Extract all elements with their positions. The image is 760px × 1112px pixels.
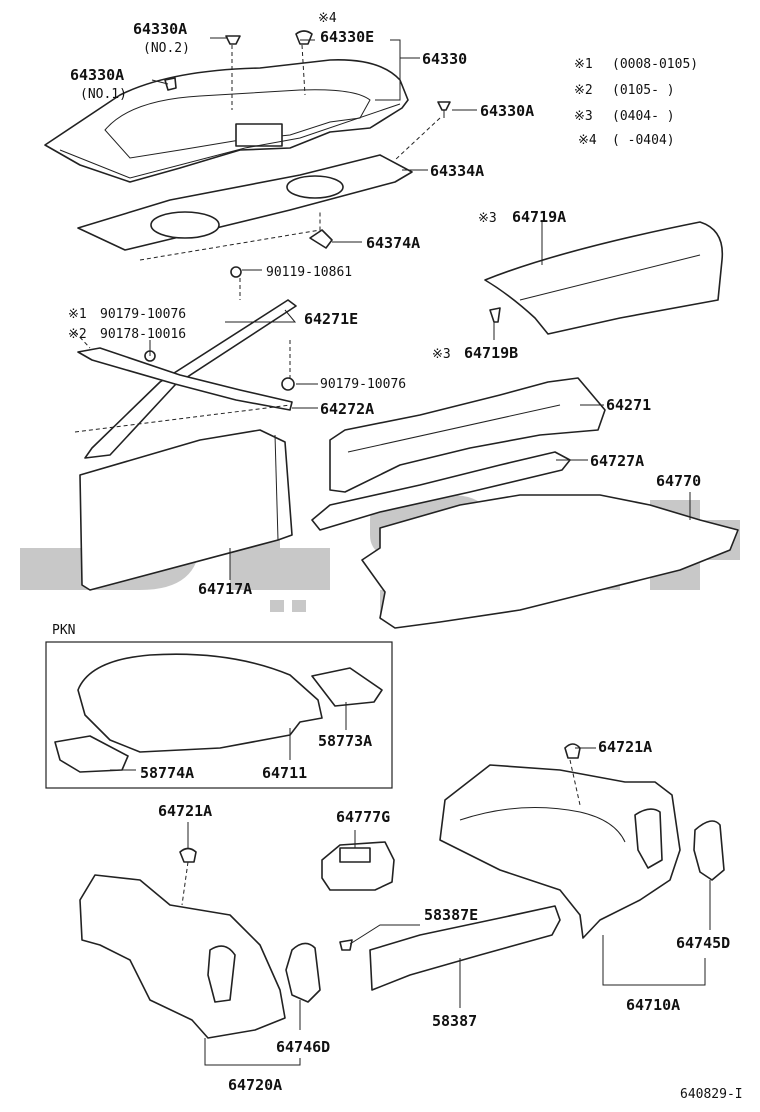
note-mark: ※2	[574, 83, 593, 98]
label-64719a: 64719A	[512, 208, 566, 226]
label-64720a: 64720A	[228, 1076, 282, 1094]
label-90178-10016: 90178-10016	[100, 327, 186, 342]
clip-icon	[339, 939, 353, 951]
label-64745d: 64745D	[676, 934, 730, 952]
trunk-lid-trim	[484, 221, 724, 335]
label-64719b-mark: ※3	[432, 347, 451, 362]
side-trim-right	[439, 764, 681, 939]
note-mark: ※3	[574, 109, 593, 124]
label-64330: 64330	[422, 50, 467, 68]
label-64271: 64271	[606, 396, 651, 414]
note-range: (0404- )	[612, 109, 675, 124]
storage-box	[321, 841, 395, 891]
mat-pad	[311, 667, 383, 707]
diagram-id: 640829-I	[680, 1087, 743, 1102]
note-mark: ※1	[574, 57, 593, 72]
label-90179-10076-b: 90179-10076	[320, 377, 406, 392]
label-64770: 64770	[656, 472, 701, 490]
label-58387e: 58387E	[424, 906, 478, 924]
label-64330a-no2-sub: (NO.2)	[143, 41, 190, 56]
label-64727a: 64727A	[590, 452, 644, 470]
label-64374a: 64374A	[366, 234, 420, 252]
clip-icon	[489, 307, 501, 323]
note-mark: ※4	[578, 133, 597, 148]
label-58774a: 58774A	[140, 764, 194, 782]
label-64719b: 64719B	[464, 344, 518, 362]
brace-bars	[77, 266, 297, 459]
clip-icon	[164, 30, 451, 118]
label-64330e-mark: ※4	[318, 11, 337, 26]
label-64746d: 64746D	[276, 1038, 330, 1056]
label-58387: 58387	[432, 1012, 477, 1030]
label-64271e: 64271E	[304, 310, 358, 328]
rear-panel-trim	[329, 377, 606, 493]
note-range: ( -0404)	[612, 133, 675, 148]
spare-tire-cover	[77, 653, 323, 753]
package-tray-trim	[44, 59, 409, 183]
label-64719a-mark: ※3	[478, 211, 497, 226]
note-range: (0105- )	[612, 83, 675, 98]
bracket-icon	[309, 229, 333, 249]
label-64330e: 64330E	[320, 28, 374, 46]
clip-icon	[564, 743, 581, 759]
gasket-ring	[285, 942, 321, 1003]
gasket-ring	[693, 820, 725, 881]
label-mark-1: ※1	[68, 307, 87, 322]
side-trim-left	[79, 874, 286, 1039]
label-64330a-no1: 64330A	[70, 66, 124, 84]
label-64334a: 64334A	[430, 162, 484, 180]
rear-sill-trim	[369, 905, 561, 991]
label-64710a: 64710A	[626, 996, 680, 1014]
label-64721a-left: 64721A	[158, 802, 212, 820]
label-64711: 64711	[262, 764, 307, 782]
label-pkn: PKN	[52, 623, 75, 638]
label-90119-10861: 90119-10861	[266, 265, 352, 280]
clip-icon	[179, 847, 197, 863]
label-64721a-right: 64721A	[598, 738, 652, 756]
label-64777g: 64777G	[336, 808, 390, 826]
notes-legend: ※1 (0008-0105) ※2 (0105- ) ※3 (0404- ) ※…	[574, 57, 698, 148]
label-58773a: 58773A	[318, 732, 372, 750]
label-mark-2: ※2	[68, 327, 87, 342]
label-64272a: 64272A	[320, 400, 374, 418]
label-64330a-no1-sub: (NO.1)	[80, 87, 127, 102]
note-range: (0008-0105)	[612, 57, 698, 72]
label-64717a: 64717A	[198, 580, 252, 598]
label-90179-10076-a: 90179-10076	[100, 307, 186, 322]
label-64330a-right: 64330A	[480, 102, 534, 120]
tray-panel	[77, 154, 413, 251]
pkn-box	[45, 641, 393, 789]
trunk-front-panel	[79, 429, 293, 591]
leader-lines	[110, 37, 711, 1066]
trunk-floor-mat	[361, 494, 739, 629]
label-64330a-no2: 64330A	[133, 20, 187, 38]
